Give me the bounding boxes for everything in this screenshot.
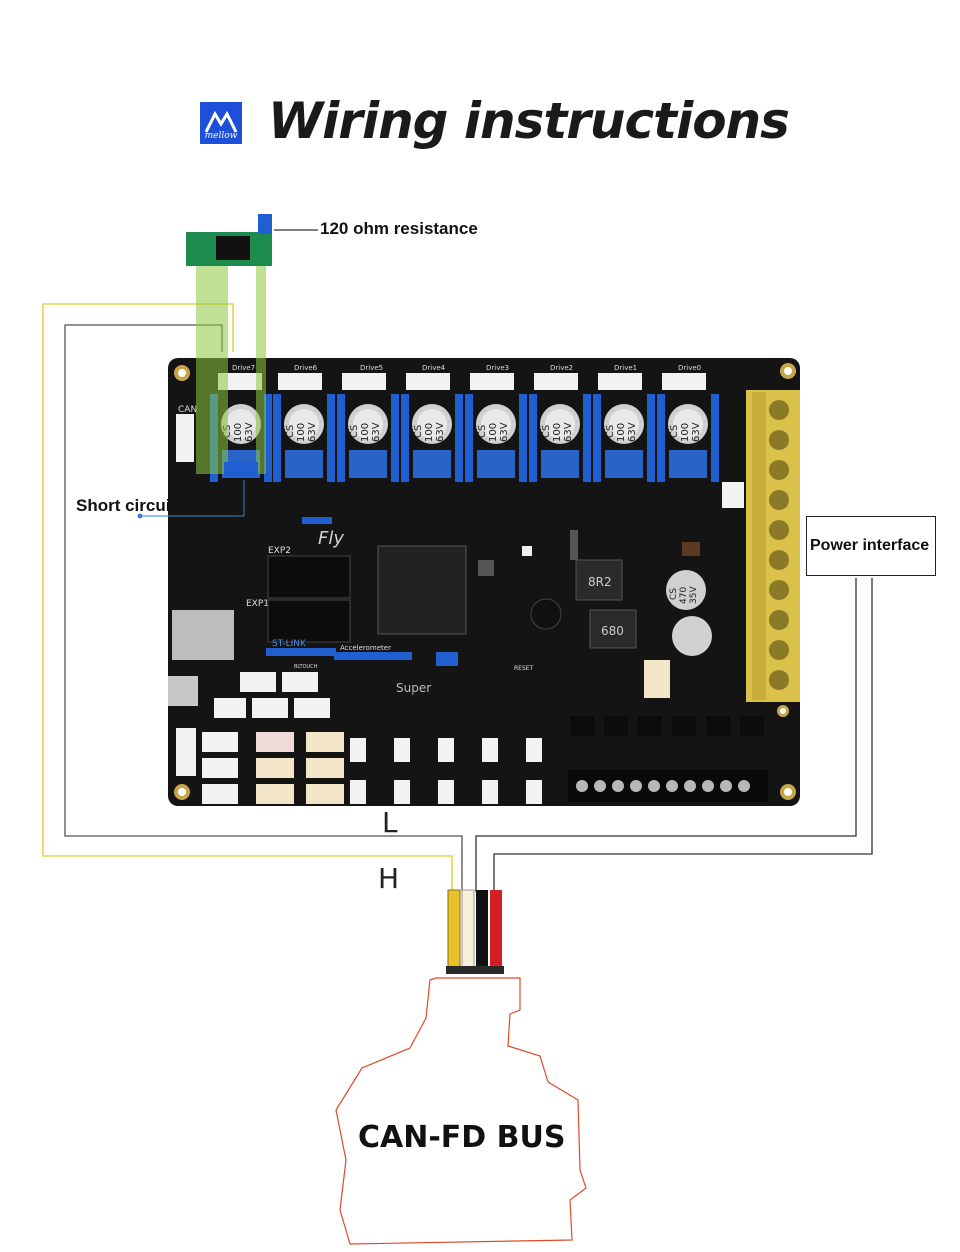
drive-label: Drive4 xyxy=(422,364,446,372)
blue-header xyxy=(302,517,332,524)
power-interface-box: Power interface xyxy=(806,516,936,576)
capacitor-text: 100 xyxy=(360,423,371,442)
exp1-label: EXP1 xyxy=(246,599,269,609)
capacitor-text: CS xyxy=(477,425,488,438)
fly-label: Fly xyxy=(318,528,344,549)
inductor-680 xyxy=(589,609,637,649)
fan-connector xyxy=(722,482,744,508)
big-capacitor-text: CS xyxy=(669,588,679,600)
capacitor-text: CS xyxy=(605,425,616,438)
big-capacitor-text: 35V xyxy=(689,586,699,604)
mountain-icon xyxy=(204,110,238,133)
bltouch-label: BLTOUCH xyxy=(294,664,318,670)
super-label: Super xyxy=(396,681,431,695)
jst-connector xyxy=(644,660,670,698)
capacitor-text: 100 xyxy=(424,423,435,442)
capacitor-text: 100 xyxy=(616,423,627,442)
wire-low-label: L xyxy=(382,806,398,839)
controller-board: Drive7 Drive6 Drive5 Drive4 Drive3 xyxy=(168,358,800,806)
wire-high-label: H xyxy=(378,862,400,895)
can-connector xyxy=(176,414,194,462)
mcu-chip xyxy=(377,545,467,635)
can-bus-outline xyxy=(335,977,587,1245)
inductor-label: 8R2 xyxy=(588,575,612,589)
mosfet-row xyxy=(570,716,764,736)
resistor-jumper xyxy=(258,214,272,234)
drive-label: Drive1 xyxy=(614,364,637,372)
buzzer xyxy=(530,598,562,630)
capacitor-text: 63V xyxy=(499,422,510,442)
capacitor-text: 100 xyxy=(552,423,563,442)
drive-label: Drive6 xyxy=(294,364,318,372)
power-terminal-block xyxy=(746,390,800,702)
sensor-connectors xyxy=(350,738,542,804)
capacitor-text: 63V xyxy=(627,422,638,442)
power-interface-callout: Power interface xyxy=(810,537,930,554)
can-cable xyxy=(446,889,504,974)
exp2-label: EXP2 xyxy=(268,546,291,556)
accelerometer-label: Accelerometer xyxy=(340,644,391,652)
resistor-callout: 120 ohm resistance xyxy=(320,219,478,238)
capacitor-text: 63V xyxy=(691,422,702,442)
capacitor-text: 100 xyxy=(296,423,307,442)
stlink-label: ST-LINK xyxy=(272,639,307,649)
mellow-logo-icon: mellow xyxy=(200,102,242,144)
capacitor-text: 100 xyxy=(488,423,499,442)
page-title: Wiring instructions xyxy=(268,92,790,150)
reset-label: RESET xyxy=(514,665,534,672)
accelerometer-header xyxy=(334,652,412,660)
big-capacitor-text: 470 xyxy=(679,587,689,604)
drive-label: Drive7 xyxy=(232,364,255,372)
capacitor-text: CS xyxy=(285,425,296,438)
capacitor-text: CS xyxy=(413,425,424,438)
can-module xyxy=(186,214,318,474)
power-wire-2 xyxy=(493,578,873,892)
inductor-8r2 xyxy=(575,559,623,601)
drive-label: Drive2 xyxy=(550,364,573,372)
bottom-connectors xyxy=(176,672,344,804)
capacitor-text: 63V xyxy=(371,422,382,442)
capacitor-470 xyxy=(672,616,712,656)
usb-port xyxy=(168,676,198,706)
can-label: CAN xyxy=(178,405,197,415)
capacitor-text: CS xyxy=(349,425,360,438)
can-fd-bus-label: CAN-FD BUS xyxy=(358,1120,566,1155)
capacitor-text: 100 xyxy=(680,423,691,442)
capacitor-text: 63V xyxy=(435,422,446,442)
drive-label: Drive0 xyxy=(678,364,701,372)
short-circuit-callout: Short circuit xyxy=(76,496,177,515)
capacitor-text: 63V xyxy=(244,422,255,442)
capacitor-text: 100 xyxy=(233,423,244,442)
short-circuit-jumper xyxy=(224,462,258,478)
capacitor-text: CS xyxy=(669,425,680,438)
capacitor-text: 63V xyxy=(563,422,574,442)
exp2-header xyxy=(267,555,351,599)
stlink-header xyxy=(266,648,336,656)
exp1-header xyxy=(267,599,351,643)
logo-text: mellow xyxy=(204,131,238,141)
sd-card-slot xyxy=(172,610,234,660)
wire-high-path xyxy=(42,303,453,892)
drive-label: Drive3 xyxy=(486,364,509,372)
capacitor-text: 63V xyxy=(307,422,318,442)
inductor-label: 680 xyxy=(601,624,624,638)
capacitor-470 xyxy=(666,570,706,610)
power-wire-1 xyxy=(475,578,857,892)
blue-jumper xyxy=(436,652,458,666)
drive-connector-row: Drive7 Drive6 Drive5 Drive4 Drive3 xyxy=(218,364,706,390)
capacitor-text: CS xyxy=(541,425,552,438)
drive-label: Drive5 xyxy=(360,364,383,372)
